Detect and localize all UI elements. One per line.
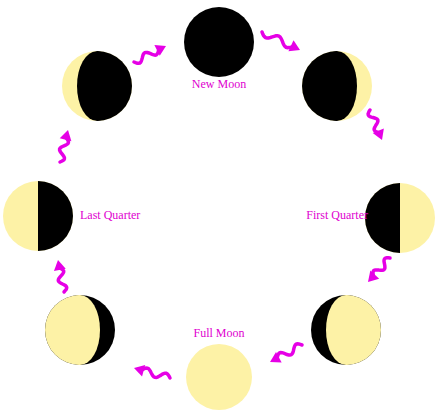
arrow-head: [270, 352, 282, 363]
arrow-head: [54, 260, 66, 271]
waxing-gibbous: [311, 294, 383, 366]
cycle-arrows: [54, 32, 390, 378]
waning-gibbous: [43, 294, 115, 366]
squiggle-line: [368, 110, 379, 133]
arrow-head: [154, 45, 166, 56]
phase-label: Full Moon: [174, 326, 264, 340]
full-moon: [186, 344, 252, 410]
squiggle-line: [60, 138, 69, 162]
waxing-crescent: [300, 50, 372, 122]
new-moon: [184, 7, 254, 77]
squiggle-line: [142, 368, 170, 378]
phase-label: Last Quarter: [80, 208, 150, 222]
arrow-head: [373, 128, 384, 140]
arrow-head: [134, 365, 145, 377]
arrow-head: [60, 130, 72, 141]
squiggle-line: [58, 268, 66, 292]
squiggle-line: [373, 258, 390, 276]
arrow-head: [368, 271, 379, 282]
last-quarter-moon: [3, 180, 75, 252]
arrow-head: [288, 40, 300, 51]
phase-label: First Quarter: [298, 208, 368, 222]
squiggle-line: [277, 344, 302, 358]
waning-crescent: [62, 50, 134, 122]
squiggle-line: [262, 32, 293, 48]
phase-label: New Moon: [174, 77, 264, 91]
first-quarter-moon: [363, 182, 435, 254]
squiggle-line: [134, 50, 159, 64]
